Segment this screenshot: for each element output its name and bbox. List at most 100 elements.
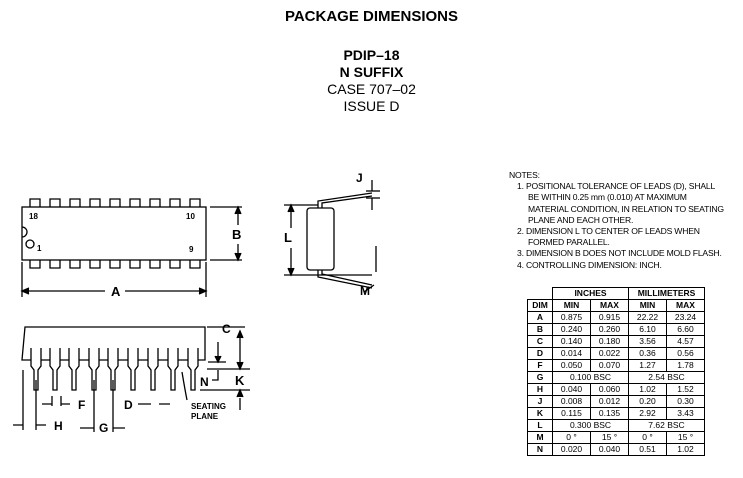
dim-cell: K — [527, 407, 553, 420]
pin — [29, 260, 41, 269]
notes-heading: NOTES: — [509, 170, 540, 180]
value-cell: 0.022 — [590, 347, 629, 360]
value-cell: 0.040 — [590, 443, 629, 456]
value-cell: 0.014 — [552, 347, 591, 360]
value-cell: 0.180 — [590, 335, 629, 348]
dim-cell: N — [527, 443, 553, 456]
value-cell: 1.02 — [666, 443, 705, 456]
value-cell: 0.300 BSC — [552, 419, 629, 432]
lead — [167, 348, 179, 391]
value-cell: 3.56 — [628, 335, 667, 348]
package-case: CASE 707–02 — [327, 81, 416, 97]
lead — [68, 348, 80, 391]
value-cell: 0.875 — [552, 311, 591, 324]
package-issue: ISSUE D — [343, 98, 400, 114]
svg-text:D: D — [124, 398, 133, 412]
svg-text:N: N — [200, 375, 209, 389]
dim-cell: F — [527, 359, 553, 372]
value-cell: 1.27 — [628, 359, 667, 372]
value-cell: 0.36 — [628, 347, 667, 360]
pin — [149, 260, 161, 269]
package-name: PDIP–18 — [343, 47, 400, 63]
value-cell: 15 ° — [666, 431, 705, 444]
value-cell: 0.040 — [552, 383, 591, 396]
value-cell: 2.54 BSC — [628, 371, 705, 384]
value-cell: 0.100 BSC — [552, 371, 629, 384]
value-cell: 0.260 — [590, 323, 629, 336]
pin — [189, 198, 201, 207]
svg-text:PLANE: PLANE — [191, 412, 219, 421]
svg-text:L: L — [284, 230, 292, 245]
value-cell: 7.62 BSC — [628, 419, 705, 432]
value-cell: 0.020 — [552, 443, 591, 456]
svg-text:1: 1 — [37, 244, 42, 253]
lead — [187, 348, 199, 391]
svg-text:K: K — [235, 373, 245, 388]
group-header-mm: MILLIMETERS — [628, 287, 705, 300]
header-mm-max: MAX — [666, 299, 705, 312]
pin — [169, 198, 181, 207]
value-cell: 1.78 — [666, 359, 705, 372]
value-cell: 3.43 — [666, 407, 705, 420]
value-cell: 0.135 — [590, 407, 629, 420]
value-cell: 2.92 — [628, 407, 667, 420]
dim-cell: C — [527, 335, 553, 348]
pin — [129, 198, 141, 207]
svg-text:SEATING: SEATING — [191, 402, 226, 411]
svg-text:C: C — [222, 322, 231, 336]
pin — [89, 198, 101, 207]
value-cell: 1.02 — [628, 383, 667, 396]
svg-text:A: A — [111, 284, 121, 299]
value-cell: 0.050 — [552, 359, 591, 372]
value-cell: 0.060 — [590, 383, 629, 396]
value-cell: 0.240 — [552, 323, 591, 336]
pin — [109, 198, 121, 207]
package-suffix: N SUFFIX — [339, 64, 404, 80]
note-2-line-1: 2. DIMENSION L TO CENTER OF LEADS WHEN — [517, 226, 700, 237]
pin — [149, 198, 161, 207]
value-cell: 22.22 — [628, 311, 667, 324]
value-cell: 0.915 — [590, 311, 629, 324]
value-cell: 6.60 — [666, 323, 705, 336]
lead — [127, 348, 139, 391]
pin — [69, 198, 81, 207]
header-in-max: MAX — [590, 299, 629, 312]
pin — [129, 260, 141, 269]
value-cell: 6.10 — [628, 323, 667, 336]
value-cell: 15 ° — [590, 431, 629, 444]
pin — [109, 260, 121, 269]
value-cell: 0.30 — [666, 395, 705, 408]
dim-cell: D — [527, 347, 553, 360]
pin — [69, 260, 81, 269]
dim-cell: L — [527, 419, 553, 432]
header-dim: DIM — [527, 299, 553, 312]
lead — [147, 348, 159, 391]
lead — [49, 348, 61, 391]
dim-cell: H — [527, 383, 553, 396]
value-cell: 0.140 — [552, 335, 591, 348]
value-cell: 0.115 — [552, 407, 591, 420]
pin — [89, 260, 101, 269]
note-1-line-4: PLANE AND EACH OTHER. — [528, 214, 634, 225]
group-header-inches: INCHES — [552, 287, 629, 300]
dim-cell: M — [527, 431, 553, 444]
pin — [49, 198, 61, 207]
dim-cell: G — [527, 371, 553, 384]
value-cell: 0.56 — [666, 347, 705, 360]
value-cell: 0 ° — [552, 431, 591, 444]
notes: NOTES: 1. POSITIONAL TOLERANCE OF LEADS … — [509, 170, 724, 271]
dim-cell: B — [527, 323, 553, 336]
svg-text:B: B — [232, 227, 241, 242]
note-3: 3. DIMENSION B DOES NOT INCLUDE MOLD FLA… — [517, 248, 722, 259]
note-1-line-3: MATERIAL CONDITION, IN RELATION TO SEATI… — [528, 203, 724, 214]
note-4: 4. CONTROLLING DIMENSION: INCH. — [517, 259, 662, 270]
pin — [169, 260, 181, 269]
